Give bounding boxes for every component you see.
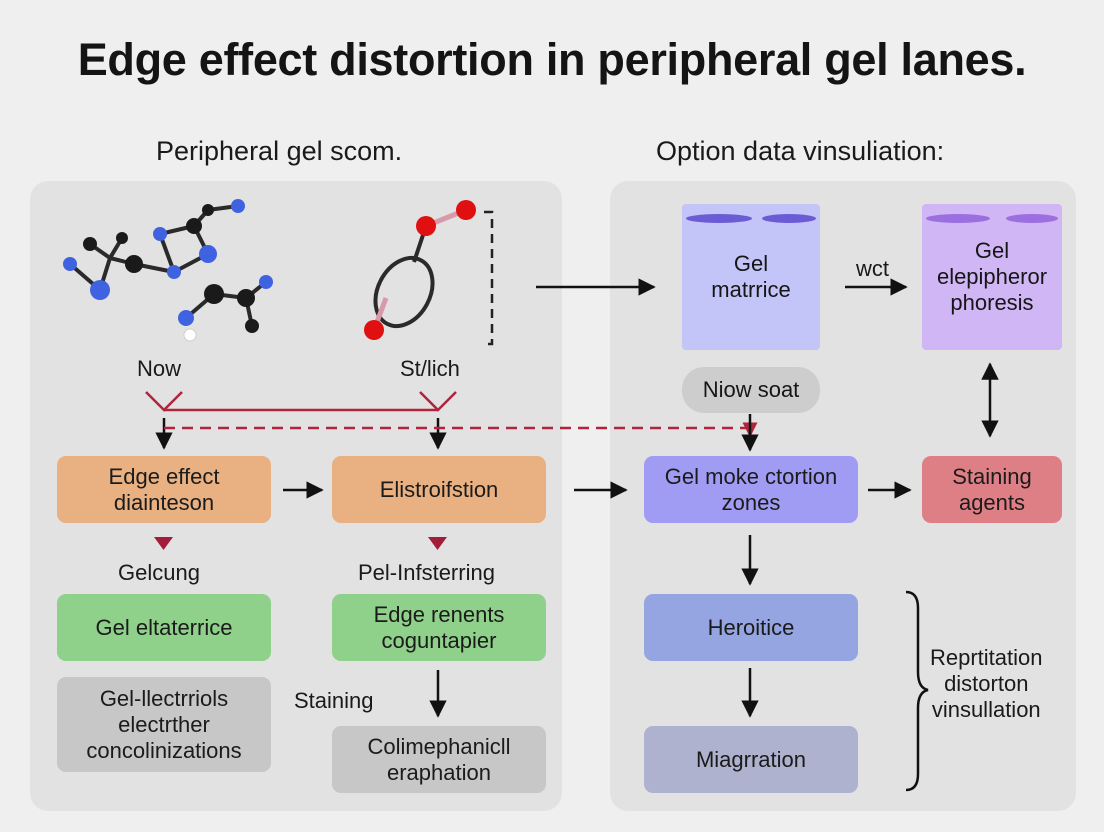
staining-agents-box: Staining agents xyxy=(922,456,1062,523)
pel-infsterring-label: Pel-Infsterring xyxy=(358,560,495,585)
dashed-connector xyxy=(164,422,758,438)
gel-band-left xyxy=(926,214,990,223)
gel-elephoresis-label: Gel elepipheror phoresis xyxy=(936,238,1048,315)
niow-soat-pill: Niow soat xyxy=(682,367,820,413)
colimephanicll-box: Colimephanicll eraphation xyxy=(332,726,546,793)
gel-band-right xyxy=(1006,214,1058,223)
left-panel-heading: Peripheral gel scom. xyxy=(156,136,403,166)
gel-elephoresis-beaker: Gel elepipheror phoresis xyxy=(922,204,1062,350)
curly-brace xyxy=(905,590,929,792)
red-bracket xyxy=(145,391,457,412)
molecule-a-label: Now xyxy=(137,356,182,381)
molecule-b-icon xyxy=(364,200,494,346)
gel-eltaterrice-box: Gel eltaterrice xyxy=(57,594,271,661)
reprtitation-label: Reprtitation distorton vinsullation xyxy=(930,645,1043,722)
gel-matrice-beaker: Gel matrrice xyxy=(682,204,820,350)
edge-effect-box: Edge effect diainteson xyxy=(57,456,271,523)
gel-band-right xyxy=(762,214,816,223)
right-panel-heading: Option data vinsuliation: xyxy=(656,136,945,166)
molecule-a-icon xyxy=(63,199,273,342)
molecule-b-label: St/lich xyxy=(400,356,460,381)
staining-label: Staining xyxy=(294,688,374,713)
gel-moke-box: Gel moke ctortion zones xyxy=(644,456,858,523)
gel-matrice-label: Gel matrrice xyxy=(711,251,791,302)
elistroifstion-box: Elistroifstion xyxy=(332,456,546,523)
gel-band-left xyxy=(686,214,752,223)
heroitice-box: Heroitice xyxy=(644,594,858,661)
wct-label: wct xyxy=(856,256,889,281)
edge-renents-box: Edge renents coguntapier xyxy=(332,594,546,661)
miagrration-box: Miagrration xyxy=(644,726,858,793)
diagram-title: Edge effect distortion in peripheral gel… xyxy=(77,34,1027,85)
down-marker-left xyxy=(154,537,173,550)
gel-llectrriols-box: Gel-llectrriols electrther concolinizati… xyxy=(57,677,271,772)
gelcung-label: Gelcung xyxy=(118,560,200,585)
down-marker-mid xyxy=(428,537,447,550)
